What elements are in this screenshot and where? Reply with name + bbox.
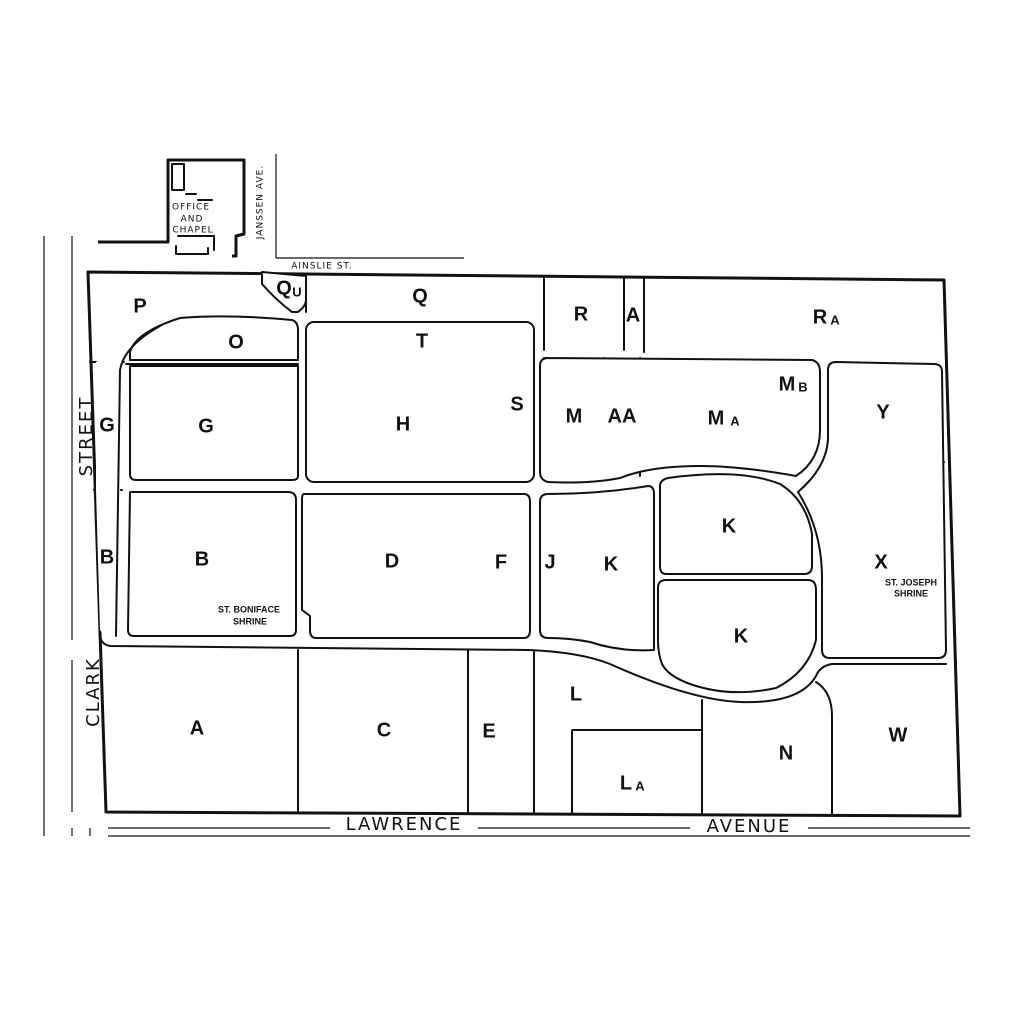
section-label-b-side: B	[100, 546, 114, 568]
section-label-mb-m: M	[779, 373, 796, 395]
street-lines	[43, 154, 970, 837]
section-label-ra-r: R	[813, 306, 828, 328]
section-label-la-l: L	[620, 772, 632, 794]
section-label-b: B	[195, 548, 209, 570]
section-label-p: P	[133, 295, 146, 317]
section-label-w: W	[889, 724, 908, 746]
office-label-line1: OFFICE	[172, 203, 210, 213]
section-label-h: H	[396, 413, 410, 435]
section-label-mb-b: B	[798, 379, 807, 394]
section-label-qu-q: Q	[276, 277, 292, 299]
st-boniface-shrine-line1: ST. BONIFACE	[218, 604, 280, 614]
ainslie-label: AINSLIE ST.	[291, 262, 352, 272]
section-label-ra-a: A	[830, 312, 840, 327]
section-label-s: S	[510, 393, 523, 415]
clark-label: CLARK	[83, 657, 104, 727]
section-label-q: Q	[412, 285, 428, 307]
section-labels: P Q U Q R A R A O T G G H S M AA M A M B…	[99, 277, 907, 794]
section-label-a: A	[190, 717, 204, 739]
road-blocks	[96, 271, 947, 704]
section-label-y: Y	[876, 401, 890, 423]
section-label-c: C	[377, 719, 391, 741]
section-label-ma-a: A	[730, 413, 740, 428]
section-label-ma-m: M	[708, 407, 725, 429]
st-joseph-shrine-line2: SHRINE	[894, 588, 928, 598]
office-label-line3: CHAPEL	[172, 226, 213, 236]
section-label-j: J	[544, 551, 555, 573]
section-label-la-a: A	[635, 778, 645, 793]
section-label-x: X	[874, 551, 888, 573]
section-label-a-top: A	[626, 304, 640, 326]
st-joseph-shrine-line1: ST. JOSEPH	[885, 577, 937, 587]
section-label-e: E	[482, 720, 495, 742]
section-label-g: G	[198, 415, 214, 437]
section-label-g-side: G	[99, 414, 115, 436]
section-label-l: L	[570, 683, 582, 705]
section-label-t: T	[416, 330, 428, 352]
section-label-f: F	[495, 551, 507, 573]
office-and-chapel-building: OFFICE AND CHAPEL	[98, 158, 246, 258]
section-label-k1: K	[604, 553, 619, 575]
section-label-d: D	[385, 550, 399, 572]
st-boniface-shrine-line2: SHRINE	[233, 616, 267, 626]
cemetery-boundary	[86, 270, 962, 818]
janssen-label: JANSSEN AVE.	[256, 165, 266, 240]
avenue-label: AVENUE	[707, 816, 792, 837]
street-label: STREET	[76, 396, 97, 477]
section-label-o: O	[228, 331, 244, 353]
section-label-k3: K	[734, 625, 749, 647]
office-label-line2: AND	[181, 215, 204, 225]
section-label-k2: K	[722, 515, 737, 537]
section-label-aa: AA	[608, 405, 637, 427]
section-label-m: M	[566, 405, 583, 427]
section-label-n: N	[779, 742, 793, 764]
section-label-qu-u: U	[292, 284, 301, 299]
lawrence-label: LAWRENCE	[346, 814, 463, 835]
shrine-labels: ST. BONIFACE SHRINE ST. JOSEPH SHRINE	[218, 577, 937, 626]
section-label-r: R	[574, 303, 589, 325]
street-labels: LAWRENCE AVENUE CLARK STREET AINSLIE ST.…	[76, 165, 792, 837]
